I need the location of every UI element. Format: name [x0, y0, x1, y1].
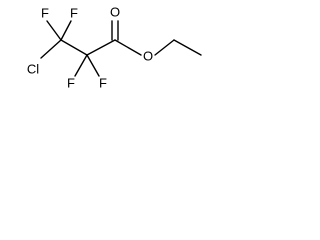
bond-c2-c1 — [86, 39, 116, 56]
structure-diagram: F F Cl F F O O — [27, 4, 202, 90]
bond-c3-c2 — [60, 39, 88, 56]
bond-c2-f-right — [86, 54, 100, 77]
bond-c3-f-left — [46, 20, 62, 41]
bonds — [40, 20, 202, 77]
atom-labels: F F Cl F F O O — [27, 4, 153, 90]
atom-f-bottom-left: F — [67, 75, 75, 90]
bond-c3-cl — [40, 39, 62, 59]
bond-ch2-ch3 — [173, 39, 202, 56]
atom-cl: Cl — [27, 61, 39, 76]
bond-o-ch2 — [154, 39, 175, 56]
atom-f-top-left: F — [41, 5, 49, 20]
atom-f-bottom-right: F — [99, 75, 107, 90]
atom-f-top-right: F — [70, 5, 78, 20]
bond-c3-f-right — [60, 20, 72, 41]
bond-c2-f-left — [74, 54, 88, 77]
atom-o-carbonyl: O — [110, 4, 120, 19]
atom-o-ester: O — [143, 48, 153, 63]
bond-c1-o-ester — [114, 39, 142, 56]
